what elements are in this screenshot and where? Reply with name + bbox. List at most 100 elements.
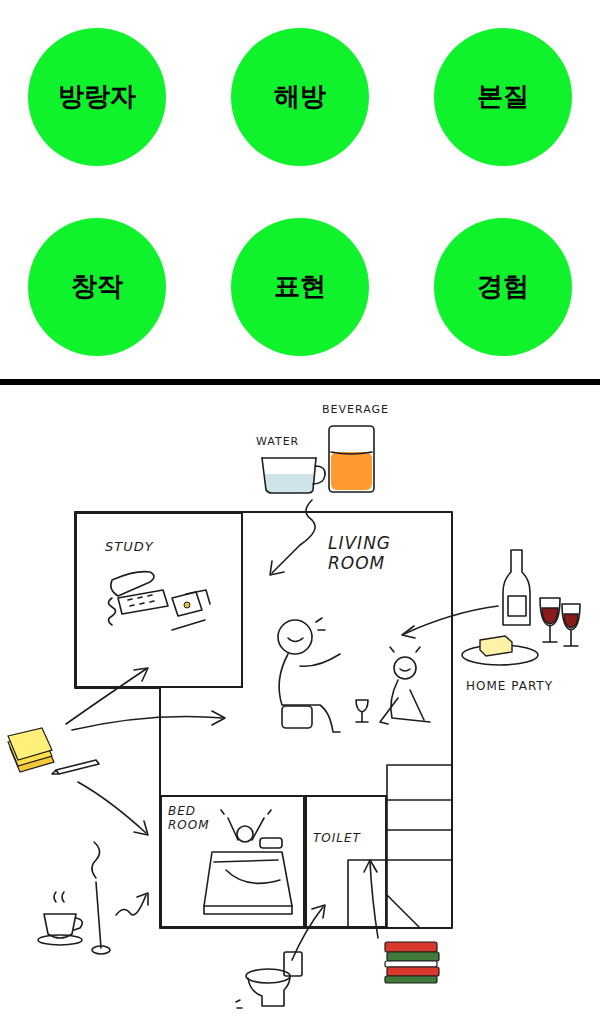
towel-stack (385, 961, 437, 967)
towel-stack (364, 860, 377, 872)
people-figures (278, 620, 312, 654)
people-figures (380, 698, 398, 724)
coffee-incense (74, 918, 82, 930)
keyword-text: 창작 (71, 272, 123, 302)
water-cup (262, 457, 316, 459)
keyword-circle: 표현 (231, 218, 369, 356)
toilet-icon (312, 905, 325, 918)
toilet-icon (236, 1000, 242, 1008)
keyword-text: 본질 (477, 82, 529, 112)
water-cup (262, 458, 316, 493)
sticky-notes (212, 711, 225, 725)
divider-bar (0, 379, 600, 385)
people-figures (356, 700, 368, 722)
outer-wall (75, 512, 452, 928)
keyword-circle: 경험 (434, 218, 572, 356)
toilet-icon (248, 976, 290, 1006)
floor-plan-walls (75, 512, 452, 928)
people-figures (390, 647, 420, 671)
room-box: BED ROOM (160, 795, 305, 928)
keyword-text: 해방 (274, 82, 326, 112)
people-figures (282, 706, 312, 728)
home-party-items (508, 596, 526, 616)
sticky-notes (72, 717, 223, 731)
bed-figure (237, 826, 253, 842)
coffee-incense (54, 892, 64, 902)
home-party-items (402, 626, 415, 638)
home-party-items (562, 604, 580, 646)
home-party-items (480, 636, 512, 656)
sticky-notes (78, 782, 146, 833)
floor-walls (348, 860, 387, 928)
people-figures (410, 690, 424, 720)
bed-figure (204, 906, 292, 914)
people-figures (288, 638, 303, 642)
coffee-incense (116, 895, 146, 915)
bed-figure (214, 860, 280, 883)
floor-walls (348, 860, 387, 928)
people-figures (279, 654, 340, 732)
keyword-text: 경험 (477, 272, 529, 302)
home-party-items (540, 598, 560, 642)
home-party-items (503, 550, 530, 625)
coffee-incense (38, 842, 148, 954)
item-label: BEVERAGE (322, 404, 389, 416)
telephone-icon (109, 572, 211, 630)
keyword-text: 표현 (274, 272, 326, 302)
people-figures (278, 618, 430, 732)
telephone-icon (172, 592, 202, 616)
room-name: LIVING ROOM (328, 534, 406, 573)
room-name: TOILET (313, 832, 361, 846)
telephone-icon (186, 590, 210, 604)
keyword-circle: 방랑자 (28, 28, 166, 166)
sticky-notes (66, 669, 146, 724)
beverage-glass (331, 452, 372, 490)
home-party-items (402, 550, 580, 665)
squiggle-arrow (272, 500, 315, 573)
sticky-notes (52, 760, 99, 774)
telephone-icon (128, 595, 154, 606)
beverage-glass (329, 426, 374, 492)
bed-figure (228, 818, 264, 840)
sticky-notes (8, 668, 225, 835)
floor-plan-outline: LIVING ROOM STUDY BED ROOM TOILET (75, 512, 452, 928)
keyword-circle: 해방 (231, 28, 369, 166)
bed-figure (204, 852, 292, 906)
item-label: WATER (256, 436, 299, 448)
people-figures (300, 654, 340, 666)
room-box: TOILET (305, 795, 387, 928)
keyword-text: 방랑자 (58, 82, 136, 112)
sticky-notes (134, 821, 148, 835)
bed-figure (204, 810, 292, 914)
coffee-incense (38, 935, 82, 945)
towel-stack (385, 976, 437, 983)
toilet-icon (292, 907, 323, 960)
beverage-glass (331, 452, 372, 454)
towel-stack (387, 952, 439, 961)
people-figures (394, 657, 416, 679)
keyword-circle: 본질 (434, 28, 572, 166)
coffee-incense (92, 842, 100, 878)
water-cup (262, 458, 325, 493)
towel-stack (385, 942, 437, 952)
sticky-notes (134, 668, 148, 681)
toilet-icon (236, 905, 325, 1008)
bed-figure (221, 810, 271, 814)
item-label: HOME PARTY (466, 680, 553, 693)
sticky-notes (8, 728, 52, 760)
telephone-icon (109, 598, 116, 625)
water-cup (264, 474, 314, 493)
squiggle-arrow (270, 561, 284, 575)
telephone-icon (184, 602, 190, 608)
staircase (387, 765, 452, 928)
room-name: STUDY (105, 540, 154, 555)
people-figures (316, 618, 325, 630)
beverage-glass (329, 426, 374, 492)
bed-figure (260, 838, 282, 848)
water-cup (313, 466, 325, 484)
toilet-icon (246, 969, 290, 983)
telephone-icon (172, 620, 205, 630)
towel-stack (364, 860, 439, 983)
coffee-incense (137, 893, 148, 905)
